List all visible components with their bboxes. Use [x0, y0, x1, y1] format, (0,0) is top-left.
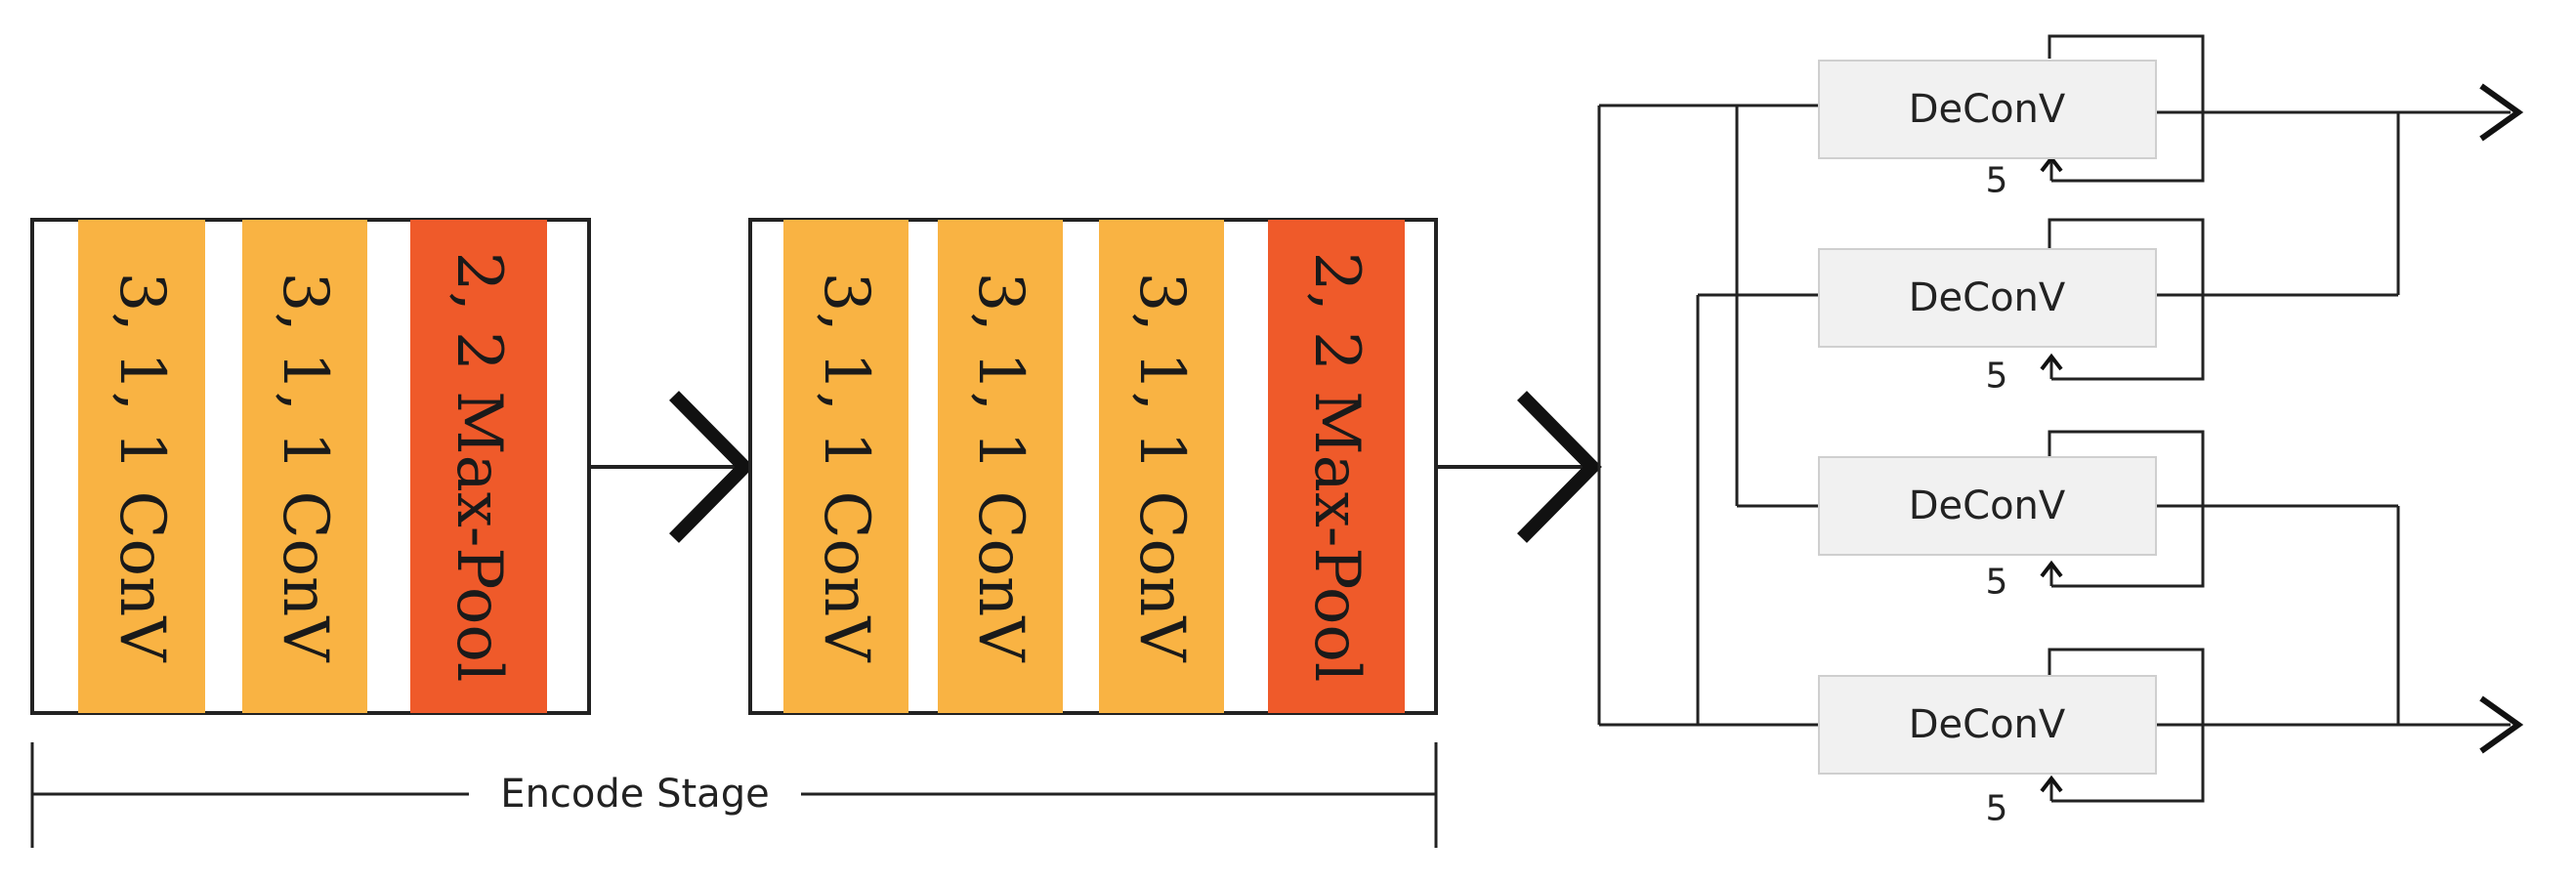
maxpool-layer-bar: [410, 220, 547, 713]
conv-layer-bar: [938, 220, 1063, 713]
deconv-label: DeConV: [1909, 275, 2066, 320]
conv-layer-label: 3, 1, 1 ConV: [964, 273, 1036, 664]
deconv-unit-1: DeConV 5: [1818, 34, 2205, 201]
deconv-unit-3: DeConV 5: [1818, 430, 2205, 603]
conv-layer-bar: [78, 220, 205, 713]
deconv-box: [1818, 675, 2157, 775]
encode-stage-bracket: Encode Stage: [30, 742, 1438, 848]
conv-layer-label: 3, 1, 1 ConV: [1125, 273, 1198, 664]
output-arrow-bottom: [2479, 695, 2524, 754]
deconv-label: DeConV: [1909, 483, 2066, 528]
maxpool-layer-label: 2, 2 Max-Pool: [443, 252, 515, 683]
conv-layer-bar: [1099, 220, 1224, 713]
deconv-repeat-count: 5: [1986, 789, 2008, 829]
deconv-unit-2: DeConV 5: [1818, 218, 2205, 397]
deconv-box: [1818, 456, 2157, 556]
deconv-repeat-count: 5: [1986, 161, 2008, 201]
deconv-repeat-count: 5: [1986, 357, 2008, 397]
conv-layer-bar: [783, 220, 908, 713]
arrow-encoder-to-decoder: [1438, 391, 1602, 543]
conv-layer-label: 3, 1, 1 ConV: [106, 273, 178, 664]
output-arrow-top: [2479, 83, 2524, 142]
encoder-block-1: 3, 1, 1 ConV 3, 1, 1 ConV 2, 2 Max-Pool: [30, 218, 591, 715]
conv-layer-bar: [242, 220, 367, 713]
deconv-repeat-count: 5: [1986, 563, 2008, 603]
deconv-box: [1818, 248, 2157, 348]
deconv-box: [1818, 60, 2157, 159]
deconv-unit-4: DeConV 5: [1818, 648, 2205, 829]
deconv-label: DeConV: [1909, 702, 2066, 747]
decoder-wiring: [1597, 83, 2524, 754]
maxpool-layer-label: 2, 2 Max-Pool: [1300, 252, 1372, 683]
maxpool-layer-bar: [1268, 220, 1405, 713]
deconv-label: DeConV: [1909, 87, 2066, 132]
conv-layer-label: 3, 1, 1 ConV: [810, 273, 882, 664]
encode-stage-label: Encode Stage: [500, 772, 769, 817]
conv-layer-label: 3, 1, 1 ConV: [269, 273, 341, 664]
arrow-block1-to-block2: [591, 391, 754, 543]
encoder-block-2: 3, 1, 1 ConV 3, 1, 1 ConV 3, 1, 1 ConV 2…: [748, 218, 1438, 715]
